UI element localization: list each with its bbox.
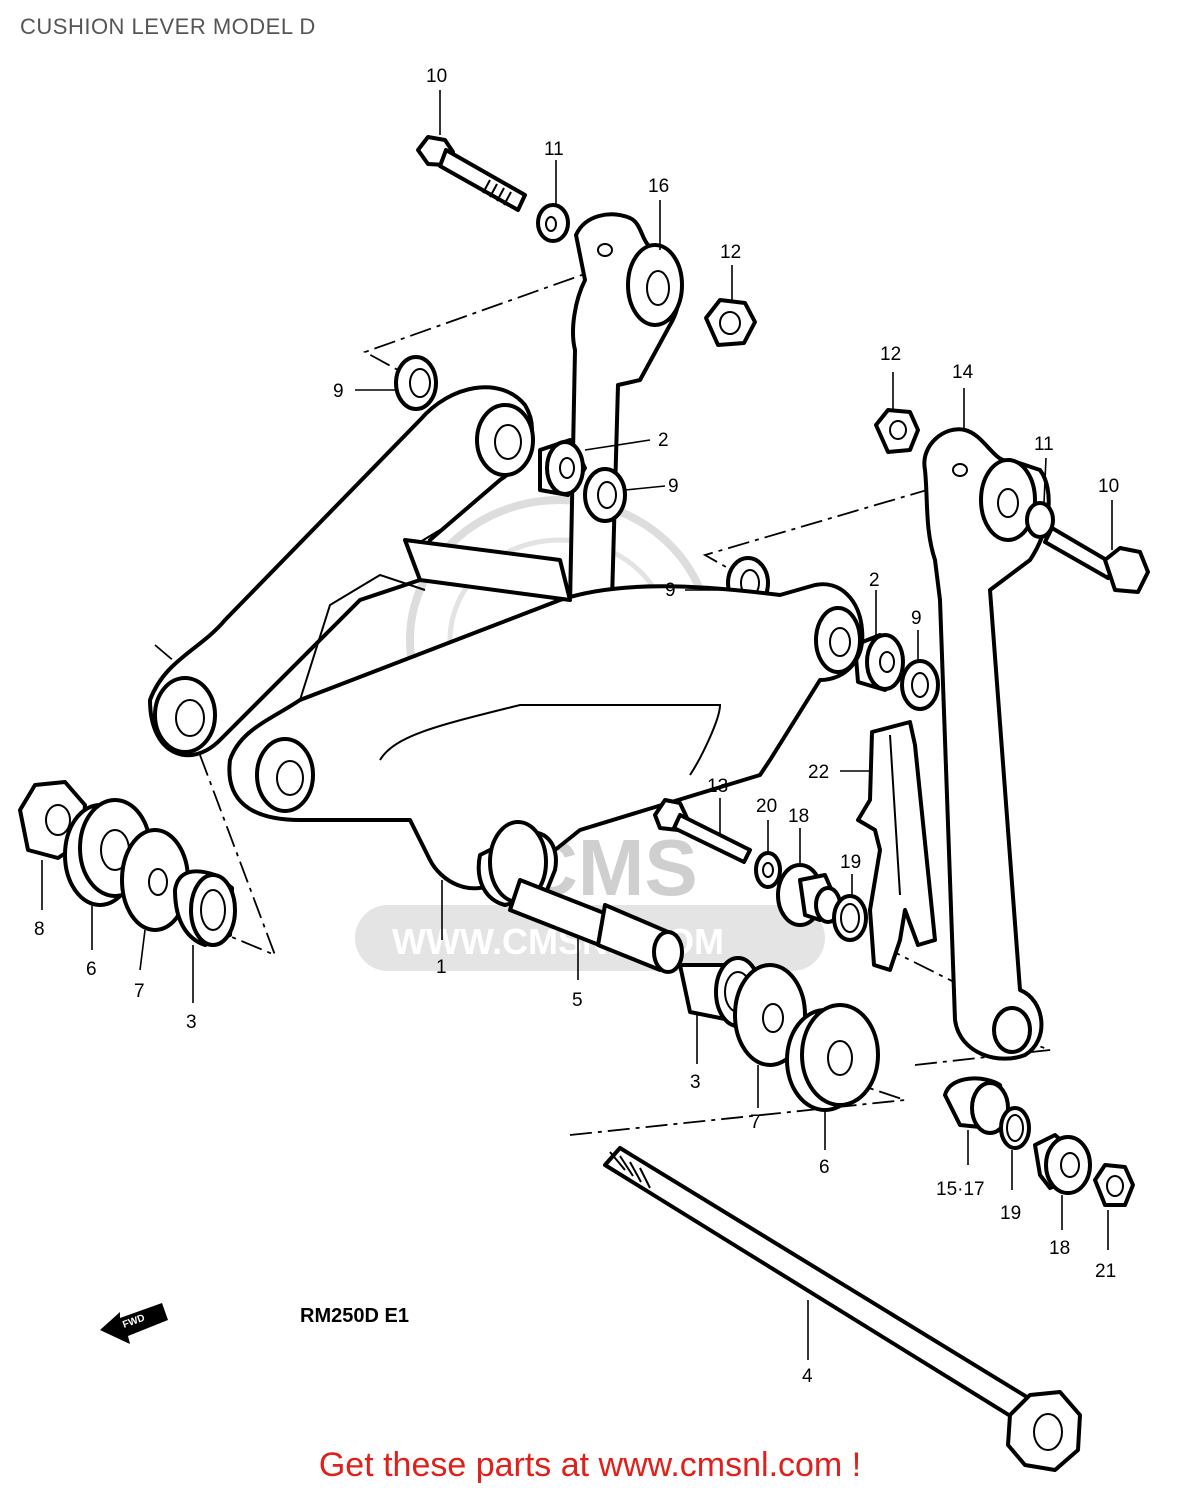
rod-16 bbox=[568, 212, 684, 607]
callout-labels: 10 11 16 12 9 2 9 12 14 11 10 9 2 9 22 1… bbox=[34, 66, 1119, 1387]
callout-3b: 3 bbox=[690, 1072, 701, 1093]
collar-18-lower bbox=[1033, 1133, 1092, 1195]
callout-8: 8 bbox=[34, 919, 45, 940]
callout-12a: 12 bbox=[720, 242, 741, 263]
callout-3a: 3 bbox=[186, 1012, 197, 1033]
callout-7b: 7 bbox=[750, 1112, 761, 1133]
callout-5: 5 bbox=[572, 990, 583, 1011]
bolt-10-right bbox=[1043, 526, 1150, 594]
nut-12-left bbox=[704, 298, 757, 347]
callout-12b: 12 bbox=[880, 344, 901, 365]
seal-9-top bbox=[394, 355, 438, 411]
callout-6a: 6 bbox=[86, 959, 97, 980]
washer-11-left bbox=[536, 203, 570, 243]
washer-11-right bbox=[1025, 501, 1055, 539]
callout-18b: 18 bbox=[1049, 1238, 1070, 1259]
spacer-5 bbox=[508, 878, 684, 974]
callout-10b: 10 bbox=[1098, 476, 1119, 497]
callout-10a: 10 bbox=[426, 66, 447, 87]
nut-21 bbox=[1093, 1163, 1135, 1207]
callout-9d: 9 bbox=[911, 608, 922, 629]
seal-9-mid bbox=[583, 467, 627, 523]
callout-22: 22 bbox=[808, 762, 829, 783]
collar-15-17 bbox=[943, 1076, 1010, 1135]
seal-6-right bbox=[785, 1003, 880, 1112]
seal-9-right bbox=[900, 659, 940, 711]
bushing-2-left bbox=[538, 438, 587, 497]
callout-14: 14 bbox=[952, 362, 974, 383]
callout-4: 4 bbox=[802, 1366, 813, 1387]
callout-9c: 9 bbox=[665, 580, 676, 601]
bushing-2-right bbox=[853, 633, 905, 692]
guide-22 bbox=[856, 720, 937, 972]
callout-2a: 2 bbox=[658, 430, 669, 451]
rod-14 bbox=[922, 427, 1051, 1061]
callout-11b: 11 bbox=[1034, 434, 1054, 455]
washer-20 bbox=[754, 851, 782, 889]
callout-11a: 11 bbox=[544, 139, 564, 160]
callout-18a: 18 bbox=[788, 806, 809, 827]
callout-7a: 7 bbox=[134, 981, 145, 1002]
bolt-4 bbox=[603, 1146, 1082, 1472]
callout-16: 16 bbox=[648, 176, 669, 197]
callout-19a: 19 bbox=[840, 852, 861, 873]
diagram-title: CUSHION LEVER MODEL D bbox=[20, 14, 316, 39]
callout-20: 20 bbox=[756, 796, 777, 817]
bolt-10-left bbox=[416, 135, 527, 212]
model-code: RM250D E1 bbox=[300, 1305, 409, 1327]
o-ring-19-lower bbox=[999, 1106, 1031, 1150]
callout-1: 1 bbox=[436, 957, 447, 978]
bolt-13 bbox=[653, 798, 752, 864]
cushion-lever-1 bbox=[148, 385, 865, 907]
callout-9b: 9 bbox=[668, 476, 679, 497]
callout-15-17: 15·17 bbox=[936, 1179, 985, 1200]
nut-12-right bbox=[874, 408, 920, 454]
collar-18-upper bbox=[776, 863, 842, 927]
bearing-3-left bbox=[173, 869, 237, 947]
callout-21: 21 bbox=[1095, 1261, 1116, 1282]
callout-6b: 6 bbox=[819, 1157, 830, 1178]
callout-13: 13 bbox=[707, 776, 728, 797]
callout-9a: 9 bbox=[333, 381, 344, 402]
footer-promo-link[interactable]: Get these parts at www.cmsnl.com ! bbox=[318, 1446, 862, 1484]
callout-19b: 19 bbox=[1000, 1203, 1021, 1224]
leader-lines bbox=[41, 90, 1113, 1360]
callout-2b: 2 bbox=[869, 570, 880, 591]
o-ring-19-upper bbox=[832, 894, 868, 942]
fwd-arrow: FWD bbox=[100, 1303, 168, 1344]
